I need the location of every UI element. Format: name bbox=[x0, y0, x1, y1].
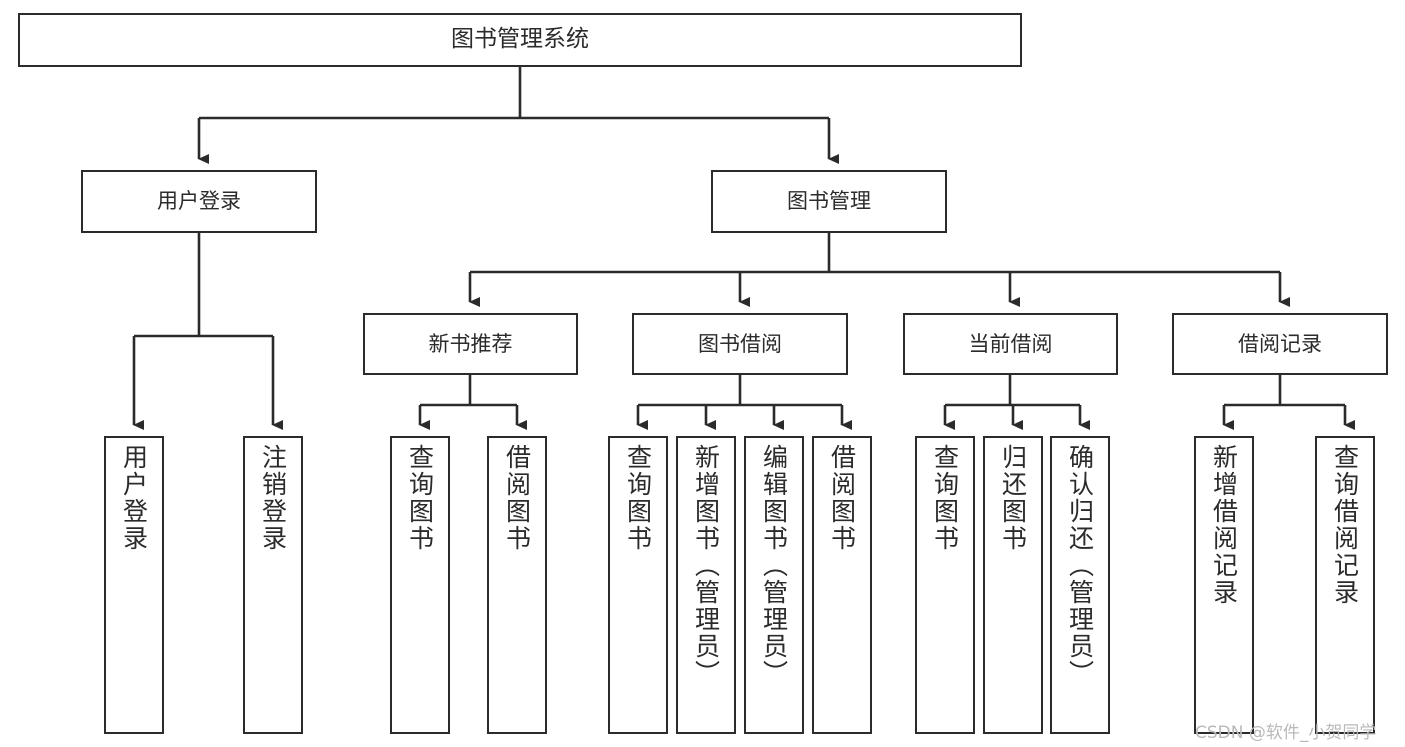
leaf-add-borrow-record[interactable]: 新增借阅记录 bbox=[1194, 436, 1254, 734]
leaf-return-book[interactable]: 归还图书 bbox=[983, 436, 1043, 734]
node-label: 新增借阅记录 bbox=[1209, 444, 1239, 606]
node-root-book-management-system[interactable]: 图书管理系统 bbox=[18, 13, 1022, 67]
node-label: 用户登录 bbox=[119, 444, 149, 552]
node-label: 图书借阅 bbox=[698, 331, 782, 356]
leaf-add-book-admin[interactable]: 新增图书（管理员） bbox=[676, 436, 736, 734]
node-label: 查询借阅记录 bbox=[1330, 444, 1360, 606]
node-label: 注销登录 bbox=[258, 444, 288, 552]
leaf-query-book-borrow[interactable]: 查询图书 bbox=[608, 436, 668, 734]
node-label: 用户登录 bbox=[157, 189, 241, 214]
node-label: 新书推荐 bbox=[428, 331, 513, 356]
node-book-management[interactable]: 图书管理 bbox=[711, 170, 947, 233]
node-label: 归还图书 bbox=[998, 444, 1028, 552]
node-new-book-recommend[interactable]: 新书推荐 bbox=[363, 313, 578, 375]
leaf-borrow-book[interactable]: 借阅图书 bbox=[812, 436, 872, 734]
node-label: 查询图书 bbox=[623, 444, 653, 552]
leaf-borrow-book-recommend[interactable]: 借阅图书 bbox=[487, 436, 547, 734]
node-label: 编辑图书（管理员） bbox=[759, 444, 789, 687]
node-current-borrow[interactable]: 当前借阅 bbox=[903, 313, 1118, 375]
node-label: 借阅记录 bbox=[1238, 331, 1322, 356]
node-label: 查询图书 bbox=[930, 444, 960, 552]
node-label: 借阅图书 bbox=[827, 444, 857, 552]
node-label: 图书管理系统 bbox=[451, 26, 589, 53]
node-borrow-record[interactable]: 借阅记录 bbox=[1172, 313, 1388, 375]
node-label: 借阅图书 bbox=[502, 444, 532, 552]
node-label: 图书管理 bbox=[787, 189, 871, 214]
leaf-query-book-current[interactable]: 查询图书 bbox=[915, 436, 975, 734]
node-label: 确认归还（管理员） bbox=[1065, 444, 1095, 687]
node-label: 新增图书（管理员） bbox=[691, 444, 721, 687]
node-user-login[interactable]: 用户登录 bbox=[81, 170, 317, 233]
csdn-watermark: CSDN @软件_小贺同学 bbox=[1195, 723, 1377, 743]
leaf-user-login[interactable]: 用户登录 bbox=[104, 436, 164, 734]
node-book-borrow[interactable]: 图书借阅 bbox=[632, 313, 848, 375]
node-label: 当前借阅 bbox=[968, 331, 1053, 356]
leaf-edit-book-admin[interactable]: 编辑图书（管理员） bbox=[744, 436, 804, 734]
leaf-logout[interactable]: 注销登录 bbox=[243, 436, 303, 734]
node-label: 查询图书 bbox=[405, 444, 435, 552]
leaf-confirm-return-admin[interactable]: 确认归还（管理员） bbox=[1050, 436, 1110, 734]
leaf-query-borrow-record[interactable]: 查询借阅记录 bbox=[1315, 436, 1375, 734]
leaf-query-book-recommend[interactable]: 查询图书 bbox=[390, 436, 450, 734]
